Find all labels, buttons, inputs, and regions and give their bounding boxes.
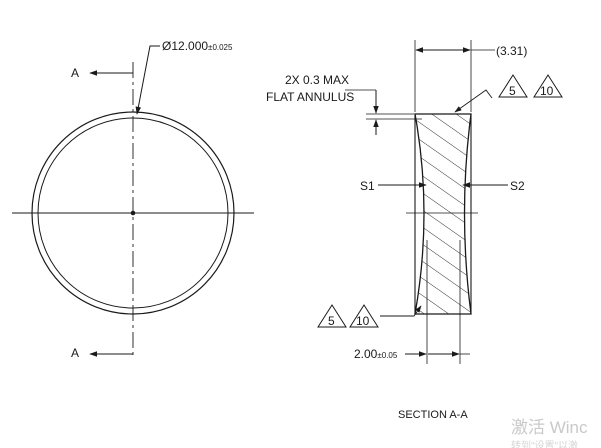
edge-note-line1: 2X 0.3 MAX (285, 73, 349, 87)
finish-bottom-leader (380, 305, 422, 317)
finish-symbol-top: 5 10 (498, 74, 563, 98)
section-view: (3.31) 2X 0.3 MAX FLAT ANNULUS S1 S2 5 1… (266, 40, 563, 421)
finish-symbol-bottom: 5 10 (317, 304, 379, 328)
center-point (130, 210, 136, 216)
watermark-line2: 转到"设置"以激 (511, 439, 578, 448)
os-activation-watermark: 激活 Winc 转到"设置"以激 (511, 418, 588, 448)
finish-top-triangle-2 (533, 74, 563, 98)
edge-note-line2: FLAT ANNULUS (266, 90, 354, 104)
finish-top-value-1: 5 (509, 84, 516, 98)
finish-top-leader (454, 89, 493, 113)
watermark-line1: 激活 Winc (511, 418, 588, 437)
finish-bottom-triangle-1 (317, 304, 347, 328)
diameter-callout: Ø12.000±0.025 (162, 39, 233, 53)
finish-bottom-value-1: 5 (328, 314, 335, 328)
finish-top-value-2: 10 (540, 84, 554, 98)
front-view: A A Ø12.000±0.025 (12, 39, 254, 360)
finish-top-triangle-1 (498, 74, 528, 98)
finish-bottom-triangle-2 (349, 304, 379, 328)
diameter-leader (135, 45, 160, 115)
ref-thickness-label: (3.31) (496, 44, 527, 58)
surface-s2-label: S2 (510, 179, 525, 193)
surface-s1-label: S1 (360, 179, 375, 193)
section-label: SECTION A-A (398, 409, 468, 421)
finish-bottom-value-2: 10 (356, 314, 370, 328)
section-marker-bottom: A (71, 346, 79, 360)
section-marker-top: A (71, 66, 79, 80)
lens-section-body (414, 113, 472, 315)
center-thickness-label: 2.00±0.05 (354, 347, 398, 361)
